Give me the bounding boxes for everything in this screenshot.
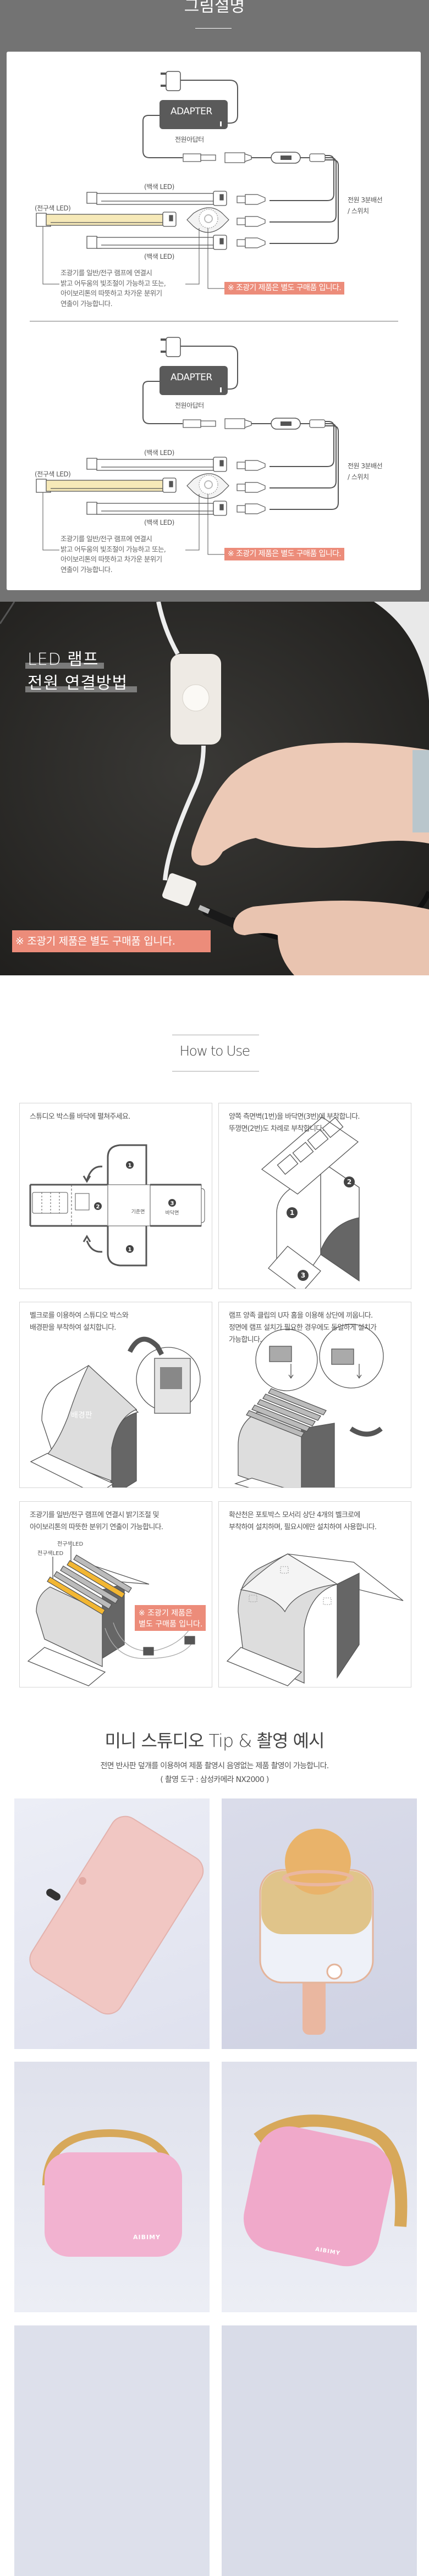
wiring-diagram-graphic xyxy=(36,71,339,289)
step-2-text: 양쪽 측면벽(1번)을 바닥면(3번)에 부착합니다. 뚜껑면(2번)도 차례로 … xyxy=(229,1111,360,1135)
badge-line2: 별도 구매품 입니다. xyxy=(139,1620,202,1629)
adapter-label: ADAPTER xyxy=(170,106,212,117)
white-led-top-label: (백색 LED) xyxy=(144,449,174,457)
photo-tile-speaker-angle: AIBIMY xyxy=(222,2062,417,2312)
note-line: 아이보리톤의 따뜻하고 차가운 분위기 xyxy=(61,555,162,563)
switch-label: / 스위치 xyxy=(348,207,369,215)
label-n1-bottom: 1 xyxy=(128,1247,132,1253)
diffuser-illustration xyxy=(226,1553,404,1686)
step-text-line: 부착하여 설치하며, 필요시에만 설치하여 사용합니다. xyxy=(229,1523,377,1531)
adapter-caption: 전원아답터 xyxy=(175,136,204,143)
adapter-label: ADAPTER xyxy=(170,372,212,383)
note-line: 연출이 가능합니다. xyxy=(61,565,113,574)
label-ref-face: 기준면 xyxy=(131,1209,145,1215)
note-line: 밝고 어두움의 빛조절이 가능하고 또는, xyxy=(61,279,166,287)
step-text-line: 가능합니다. xyxy=(229,1336,262,1344)
label-n2: 2 xyxy=(96,1204,100,1210)
wiring-diagram-graphic xyxy=(36,337,339,555)
switch-label: / 스위치 xyxy=(348,473,369,481)
step-text-line: 램프 양족 클립의 U자 홈을 이용해 상단에 끼웁니다. xyxy=(229,1312,373,1320)
dimmer-sold-separately-badge: ※ 조광기 제품은 별도 구매품 입니다. xyxy=(224,282,345,295)
step-text-line: 아이보리톤의 따뜻한 분위기 연출이 가능합니다. xyxy=(30,1523,163,1531)
step-text-line: 양쪽 측면벽(1번)을 바닥면(3번)에 부착합니다. xyxy=(229,1113,360,1121)
adapter-caption: 전원아답터 xyxy=(175,402,204,409)
warm-led-label: (전구색 LED) xyxy=(35,470,71,478)
tips-title: 미니 스튜디오 Tip & 촬영 예시 xyxy=(105,1730,325,1751)
label-n3: 3 xyxy=(301,1272,305,1279)
step-text-line: 뚜껑면(2번)도 차례로 부착합니다. xyxy=(229,1125,324,1133)
step-text-line: 정면에 램프 설치가 필요한 경우에도 동일하게 설치가 xyxy=(229,1324,377,1332)
label-warm-led-a: 전구색LED xyxy=(57,1541,83,1547)
photo-illustration xyxy=(0,602,429,975)
note-line: 아이보리톤의 따뜻하고 차가운 분위기 xyxy=(61,289,162,297)
hand-lower xyxy=(233,901,429,975)
label-backdrop: 배경판 xyxy=(71,1411,92,1420)
note-line: 밝고 어두움의 빛조절이 가능하고 또는, xyxy=(61,545,166,553)
white-led-bottom-label: (백색 LED) xyxy=(144,519,174,526)
title-underline xyxy=(195,28,232,29)
wiring-diagram-1: ADAPTER 전원아답터 (백색 LED) (전구색 LED) (백색 LED… xyxy=(0,55,429,319)
note-line: 조광기를 일반/전구 램프에 연결시 xyxy=(61,535,152,543)
tips-camera-note: ( 촬영 도구 : 삼성카메라 NX2000 ) xyxy=(160,1775,269,1784)
step-1-text: 스튜디오 박스를 바닥에 펼쳐주세요. xyxy=(30,1111,130,1123)
photo-tile-6 xyxy=(222,2325,417,2576)
white-led-bottom-label: (백색 LED) xyxy=(144,253,174,260)
photo-tile-microphone xyxy=(222,1798,417,2049)
adapter-box xyxy=(160,366,228,395)
label-floor-face: 바닥면 xyxy=(166,1210,179,1216)
badge-line1: ※ 조광기 제품은 xyxy=(139,1609,193,1618)
step-text-line: 조광기를 일반/전구 램프에 연결시 밝기조절 및 xyxy=(30,1511,159,1519)
unfolded-box-illustration: 1 2 3 1 기준면 바닥면 xyxy=(29,1144,205,1267)
lamp-clip-illustration xyxy=(234,1324,384,1487)
label-n2: 2 xyxy=(347,1178,351,1186)
photo-tile-phone xyxy=(14,1798,210,2049)
assembling-box-illustration: 1 2 3 xyxy=(261,1117,360,1289)
step-text-line: 스튜디오 박스를 바닥에 펼쳐주세요. xyxy=(30,1113,130,1121)
photo-tile-speaker-front: AIBIMY xyxy=(14,2062,210,2312)
step-1-card: 스튜디오 박스를 바닥에 펼쳐주세요. 1 2 3 1 기준면 바닥면 xyxy=(19,1103,212,1289)
splitter-label: 전원 3분배선 xyxy=(348,462,383,470)
tips-subtitle: 전면 반사판 덮개를 이용하여 제품 촬영시 음영없는 제품 촬영이 가능합니다… xyxy=(100,1762,329,1770)
photo-tile-5 xyxy=(14,2325,210,2576)
label-n1-top: 1 xyxy=(128,1163,132,1169)
photo-note-badge: ※ 조광기 제품은 별도 구매품 입니다. xyxy=(12,930,211,952)
section-title: 그림설명 xyxy=(184,0,245,16)
speaker-brand: AIBIMY xyxy=(133,2234,161,2241)
label-n1: 1 xyxy=(290,1209,294,1217)
backdrop-velcro-illustration: 배경판 xyxy=(30,1336,201,1487)
dimmer-connection-illustration: ※ 조광기 제품은 별도 구매품 입니다. 전구색LED 전구색LED xyxy=(27,1541,206,1686)
photo-title-line2: 전원 연결방법 xyxy=(28,674,128,693)
step-text-line: 확산천은 포토박스 모서리 상단 4개의 벨크로에 xyxy=(229,1511,360,1519)
led-connection-photo: LED 램프 전원 연결방법 ※ 조광기 제품은 별도 구매품 입니다. xyxy=(0,602,429,975)
hand-upper xyxy=(191,742,429,866)
warm-led-label: (전구색 LED) xyxy=(35,204,71,212)
splitter-label: 전원 3분배선 xyxy=(348,196,383,204)
step-4-card: 램프 양족 클립의 U자 홈을 이용해 상단에 끼웁니다. 정면에 램프 설치가 … xyxy=(218,1302,411,1488)
how-to-use-bottom-line xyxy=(172,1071,259,1072)
photo-title-line1: LED 램프 xyxy=(28,650,99,669)
step-2-card: 양쪽 측면벽(1번)을 바닥면(3번)에 부착합니다. 뚜껑면(2번)도 차례로 … xyxy=(218,1103,411,1289)
note-line: 연출이 가능합니다. xyxy=(61,299,113,308)
step-4-text: 램프 양족 클립의 U자 홈을 이용해 상단에 끼웁니다. 정면에 램프 설치가 … xyxy=(229,1310,377,1346)
note-line: 조광기를 일반/전구 램프에 연결시 xyxy=(61,269,152,277)
white-led-top-label: (백색 LED) xyxy=(144,183,174,191)
adapter-box xyxy=(160,100,228,129)
label-warm-led-b: 전구색LED xyxy=(37,1550,63,1557)
step-text-line: 벨크로를 이용하여 스튜디오 박스와 xyxy=(30,1312,129,1320)
dimmer-sold-separately-badge: ※ 조광기 제품은 별도 구매품 입니다. xyxy=(224,548,345,560)
label-n3: 3 xyxy=(170,1201,174,1207)
step-text-line: 배경판을 부착하여 설치합니다. xyxy=(30,1324,116,1332)
how-to-use-title: How to Use xyxy=(179,1043,250,1059)
wiring-diagram-2: ADAPTER 전원아답터 (백색 LED) (전구색 LED) (백색 LED… xyxy=(0,321,429,585)
